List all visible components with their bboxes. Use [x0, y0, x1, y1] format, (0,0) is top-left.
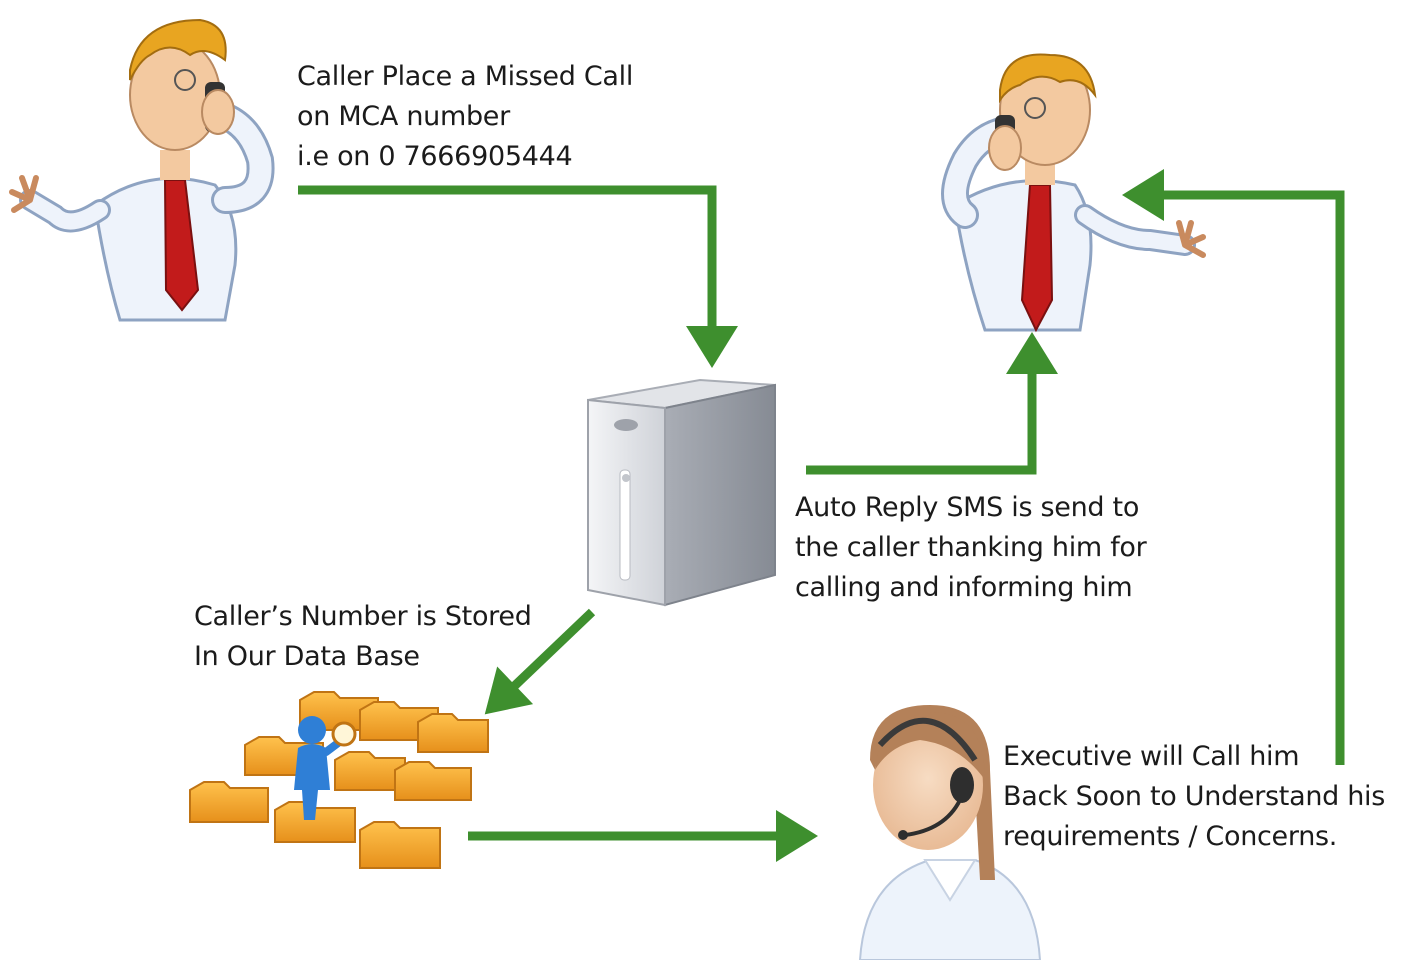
arrow-caller-to-server-head: [686, 326, 738, 368]
auto-reply-line-2: the caller thanking him for: [795, 532, 1147, 563]
arrow-database-to-executive: [468, 810, 818, 862]
executive-label: Executive will Call him Back Soon to Und…: [1003, 737, 1385, 857]
caller-figure-right: [941, 53, 1206, 333]
database-folders-icon: [189, 691, 489, 869]
caller-figure-left: [9, 18, 275, 322]
arrow-caller-to-server: [298, 185, 738, 368]
flow-arrows: [298, 169, 1345, 862]
missed-call-line-1: Caller Place a Missed Call: [297, 61, 634, 92]
arrow-server-to-database: [484, 608, 596, 715]
executive-agent-icon: [858, 705, 1042, 960]
arrow-executive-to-caller-head: [1122, 169, 1164, 221]
missed-call-line-3: i.e on 0 7666905444: [297, 141, 573, 172]
arrow-server-to-database-head: [484, 666, 534, 715]
arrow-server-to-caller: [806, 332, 1058, 475]
executive-line-1: Executive will Call him: [1003, 741, 1300, 772]
executive-line-2: Back Soon to Understand his: [1003, 781, 1386, 812]
auto-reply-label: Auto Reply SMS is send to the caller tha…: [795, 488, 1147, 608]
missed-call-label: Caller Place a Missed Call on MCA number…: [297, 57, 633, 177]
executive-line-3: requirements / Concerns.: [1003, 821, 1338, 852]
stored-label: Caller’s Number is Stored In Our Data Ba…: [194, 597, 532, 677]
stored-line-2: In Our Data Base: [194, 641, 420, 672]
missed-call-line-2: on MCA number: [297, 101, 510, 132]
stored-line-1: Caller’s Number is Stored: [194, 601, 532, 632]
arrow-server-to-caller-head: [1006, 332, 1058, 374]
auto-reply-line-3: calling and informing him: [795, 572, 1133, 603]
auto-reply-line-1: Auto Reply SMS is send to: [795, 492, 1140, 523]
arrow-executive-to-caller: [1122, 169, 1345, 765]
server-icon: [587, 378, 776, 607]
searcher-figure: [294, 716, 357, 820]
arrow-database-to-executive-head: [776, 810, 818, 862]
